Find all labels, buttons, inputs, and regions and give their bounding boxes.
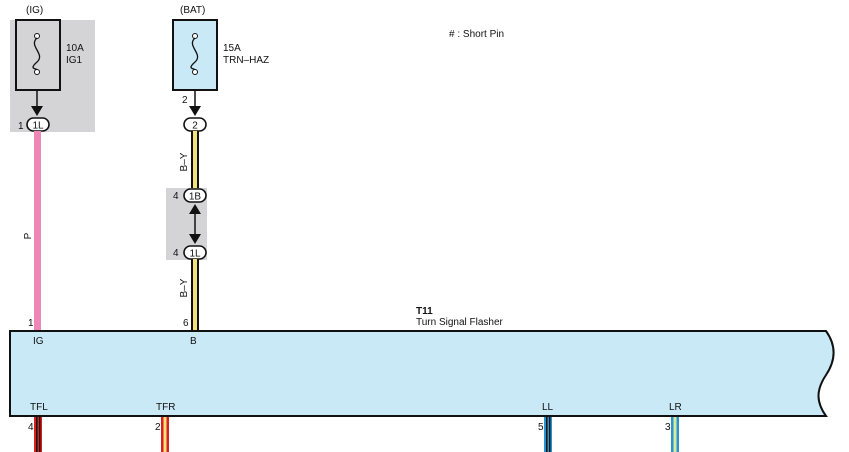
ig-arrow-icon xyxy=(31,106,43,116)
output-wire-tfr xyxy=(161,417,169,452)
ig-fuse-name: IG1 xyxy=(66,55,83,66)
short-pin-lower-pin: 4 xyxy=(173,248,179,259)
ig-wire-color-label: P xyxy=(23,232,34,239)
output-pin-tfl-label: TFL xyxy=(30,402,48,413)
short-pin-upper-pin: 4 xyxy=(173,191,179,202)
output-pin-tfr-label: TFR xyxy=(156,402,175,413)
bat-source-label: (BAT) xyxy=(180,5,205,16)
svg-text:1L: 1L xyxy=(189,249,201,260)
output-wire-ll xyxy=(544,417,552,452)
bat-fuse-pin: 2 xyxy=(182,95,188,106)
output-pin-tfl-number: 4 xyxy=(28,422,34,433)
output-pin-ll-label: LL xyxy=(542,402,554,413)
output-wire-tfl xyxy=(34,417,42,452)
svg-text:1B: 1B xyxy=(189,192,202,203)
input-pin-b-number: 6 xyxy=(183,318,189,329)
bat-wire-lower-color-label: B–Y xyxy=(179,278,190,297)
ig-connector: 1L xyxy=(26,117,50,132)
short-pin-up-arrow-icon xyxy=(189,204,201,214)
ig-wire-pink xyxy=(34,131,41,331)
bat-fuse xyxy=(172,19,218,91)
component-code: T11 xyxy=(416,306,433,317)
short-pin-note: # : Short Pin xyxy=(449,29,504,40)
ig-source-label: (IG) xyxy=(26,5,43,16)
bat-fuse-name: TRN–HAZ xyxy=(223,55,269,66)
short-pin-down-arrow-icon xyxy=(189,234,201,244)
ig-fuse-rating: 10A xyxy=(66,43,84,54)
input-pin-b-label: B xyxy=(190,336,197,347)
output-pin-ll-number: 5 xyxy=(538,422,544,433)
bat-wire-lower xyxy=(193,259,197,331)
bat-wire-upper xyxy=(193,131,197,189)
bat-fuse-rating: 15A xyxy=(223,43,241,54)
bat-wire-upper-color-label: B–Y xyxy=(179,152,190,171)
bat-connector: 2 xyxy=(183,117,207,132)
turn-signal-flasher-body xyxy=(9,330,835,417)
output-pin-lr-label: LR xyxy=(669,402,682,413)
ig-fuse xyxy=(15,19,61,91)
short-pin-upper-connector: 1B xyxy=(183,188,207,203)
input-pin-ig-number: 1 xyxy=(28,318,34,329)
svg-text:1L: 1L xyxy=(32,121,44,132)
ig-connector-pin: 1 xyxy=(18,121,24,132)
short-pin-lower-connector: 1L xyxy=(183,245,207,260)
svg-text:2: 2 xyxy=(192,121,198,132)
output-wire-lr xyxy=(671,417,679,452)
output-pin-tfr-number: 2 xyxy=(155,422,161,433)
component-name: Turn Signal Flasher xyxy=(416,317,504,328)
output-pin-lr-number: 3 xyxy=(665,422,671,433)
input-pin-ig-label: IG xyxy=(33,336,44,347)
bat-arrow-icon xyxy=(189,106,201,116)
